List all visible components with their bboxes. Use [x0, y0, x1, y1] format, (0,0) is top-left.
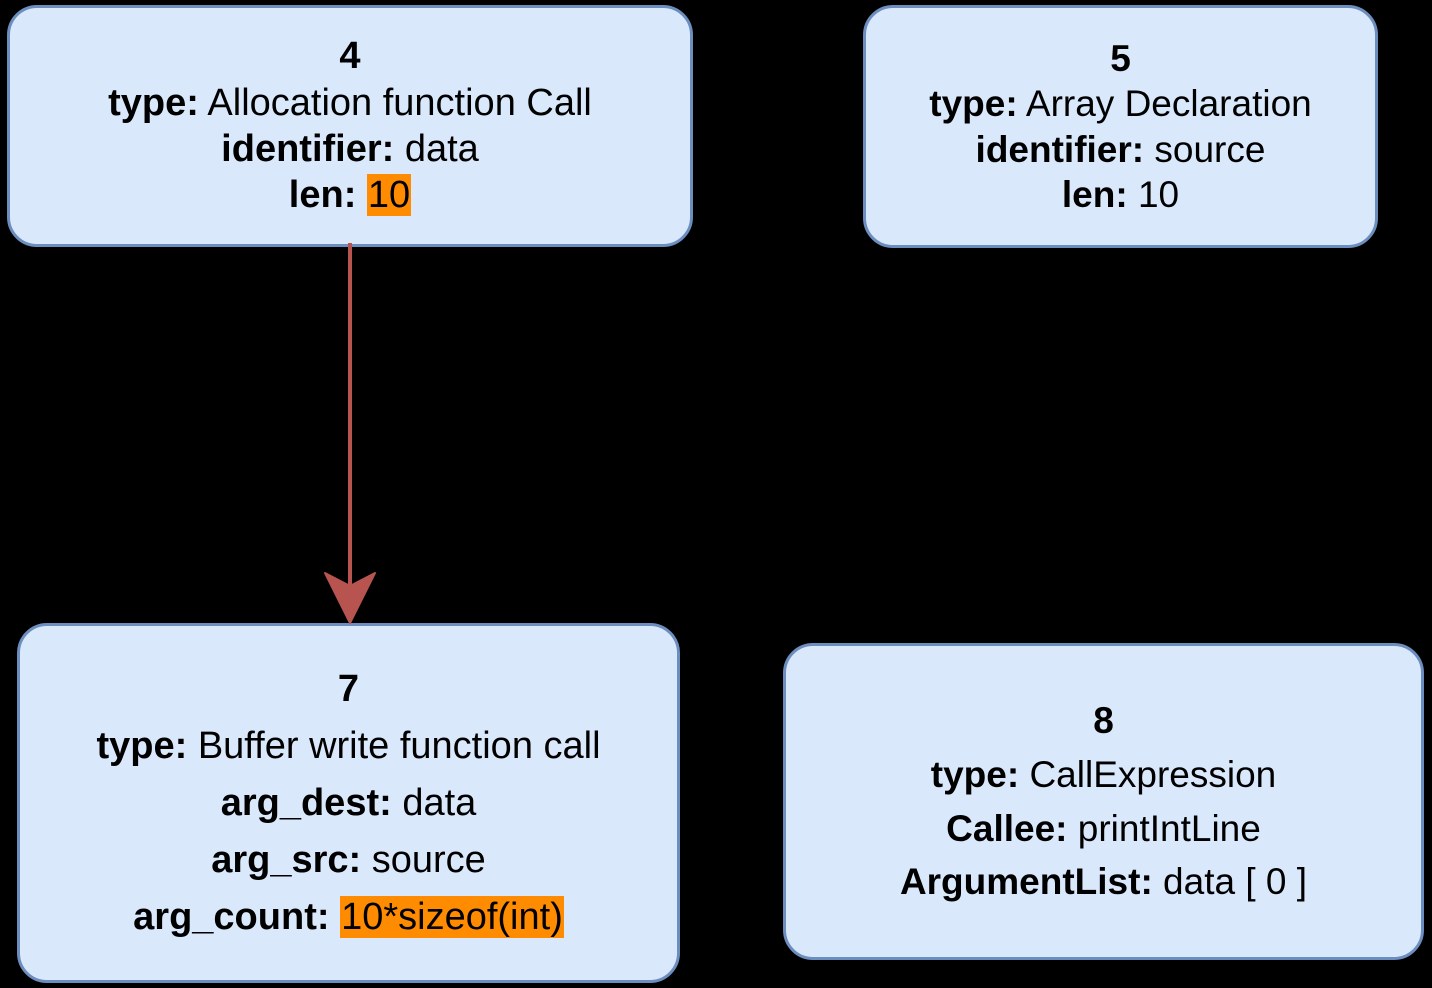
- node-7-row-arg-src: arg_src: source: [211, 832, 486, 889]
- node-7-row-type-key: type:: [96, 724, 188, 767]
- node-7-id: 7: [337, 667, 360, 710]
- node-8-row-type-value: CallExpression: [1029, 753, 1277, 795]
- node-8-row-argumentlist-key: ArgumentList:: [899, 861, 1153, 903]
- node-5-id: 5: [1110, 38, 1131, 80]
- node-4-row-identifier-value: data: [404, 128, 479, 170]
- node-7-row-arg-count: arg_count: 10*sizeof(int): [133, 889, 564, 946]
- node-8-row-argumentlist: ArgumentList: data [ 0 ]: [900, 855, 1307, 909]
- node-8-row-callee: Callee: printIntLine: [946, 802, 1261, 856]
- node-7-row-arg-dest-key: arg_dest:: [220, 781, 392, 824]
- node-7-row-arg-src-value: source: [371, 838, 486, 881]
- node-5-row-type-key: type:: [929, 83, 1018, 125]
- graph-node-8[interactable]: 8 type: CallExpression Callee: printIntL…: [783, 643, 1424, 960]
- node-5-row-len: len: 10: [1062, 172, 1179, 217]
- node-5-row-identifier: identifier: source: [976, 127, 1266, 172]
- node-4-row-len-value-highlight: 10: [366, 174, 412, 217]
- node-5-row-len-value: 10: [1137, 173, 1180, 215]
- edge-4-to-7-arrow: [324, 243, 376, 624]
- node-5-row-type-value: Array Declaration: [1025, 83, 1312, 125]
- node-7-row-type: type: Buffer write function call: [96, 718, 600, 775]
- graph-node-7[interactable]: 7 type: Buffer write function call arg_d…: [17, 623, 680, 983]
- graph-node-5[interactable]: 5 type: Array Declaration identifier: so…: [863, 5, 1378, 248]
- node-4-row-type: type: Allocation function Call: [108, 80, 592, 126]
- node-7-row-type-value: Buffer write function call: [197, 724, 601, 767]
- node-4-row-len-key: len:: [288, 174, 357, 217]
- node-7-row-arg-dest: arg_dest: data: [221, 775, 477, 832]
- node-5-row-len-key: len:: [1061, 173, 1128, 215]
- node-8-row-type-key: type:: [930, 753, 1020, 795]
- node-8-row-callee-key: Callee:: [946, 807, 1068, 849]
- node-4-row-len: len: 10: [288, 172, 412, 218]
- edge-4-to-7-arrowhead: [324, 572, 376, 624]
- node-4-row-identifier-key: identifier:: [221, 128, 395, 170]
- node-4-row-type-key: type:: [108, 81, 199, 124]
- node-5-row-identifier-key: identifier:: [975, 128, 1145, 170]
- node-7-row-arg-dest-value: data: [402, 781, 477, 824]
- node-8-row-callee-value: printIntLine: [1077, 807, 1261, 849]
- node-5-row-identifier-value: source: [1154, 128, 1266, 170]
- graph-node-4[interactable]: 4 type: Allocation function Call identif…: [7, 5, 693, 247]
- node-4-row-identifier: identifier: data: [221, 126, 479, 172]
- node-5-row-type: type: Array Declaration: [929, 81, 1312, 126]
- node-4-row-type-value: Allocation function Call: [207, 81, 592, 124]
- node-8-row-argumentlist-value: data [ 0 ]: [1163, 861, 1308, 903]
- node-7-row-arg-count-key: arg_count:: [133, 895, 330, 938]
- node-8-id: 8: [1093, 700, 1114, 742]
- node-7-row-arg-count-value-highlight: 10*sizeof(int): [340, 895, 564, 938]
- node-7-row-arg-src-key: arg_src:: [211, 838, 362, 881]
- node-8-row-type: type: CallExpression: [931, 748, 1276, 802]
- node-4-id: 4: [339, 35, 361, 78]
